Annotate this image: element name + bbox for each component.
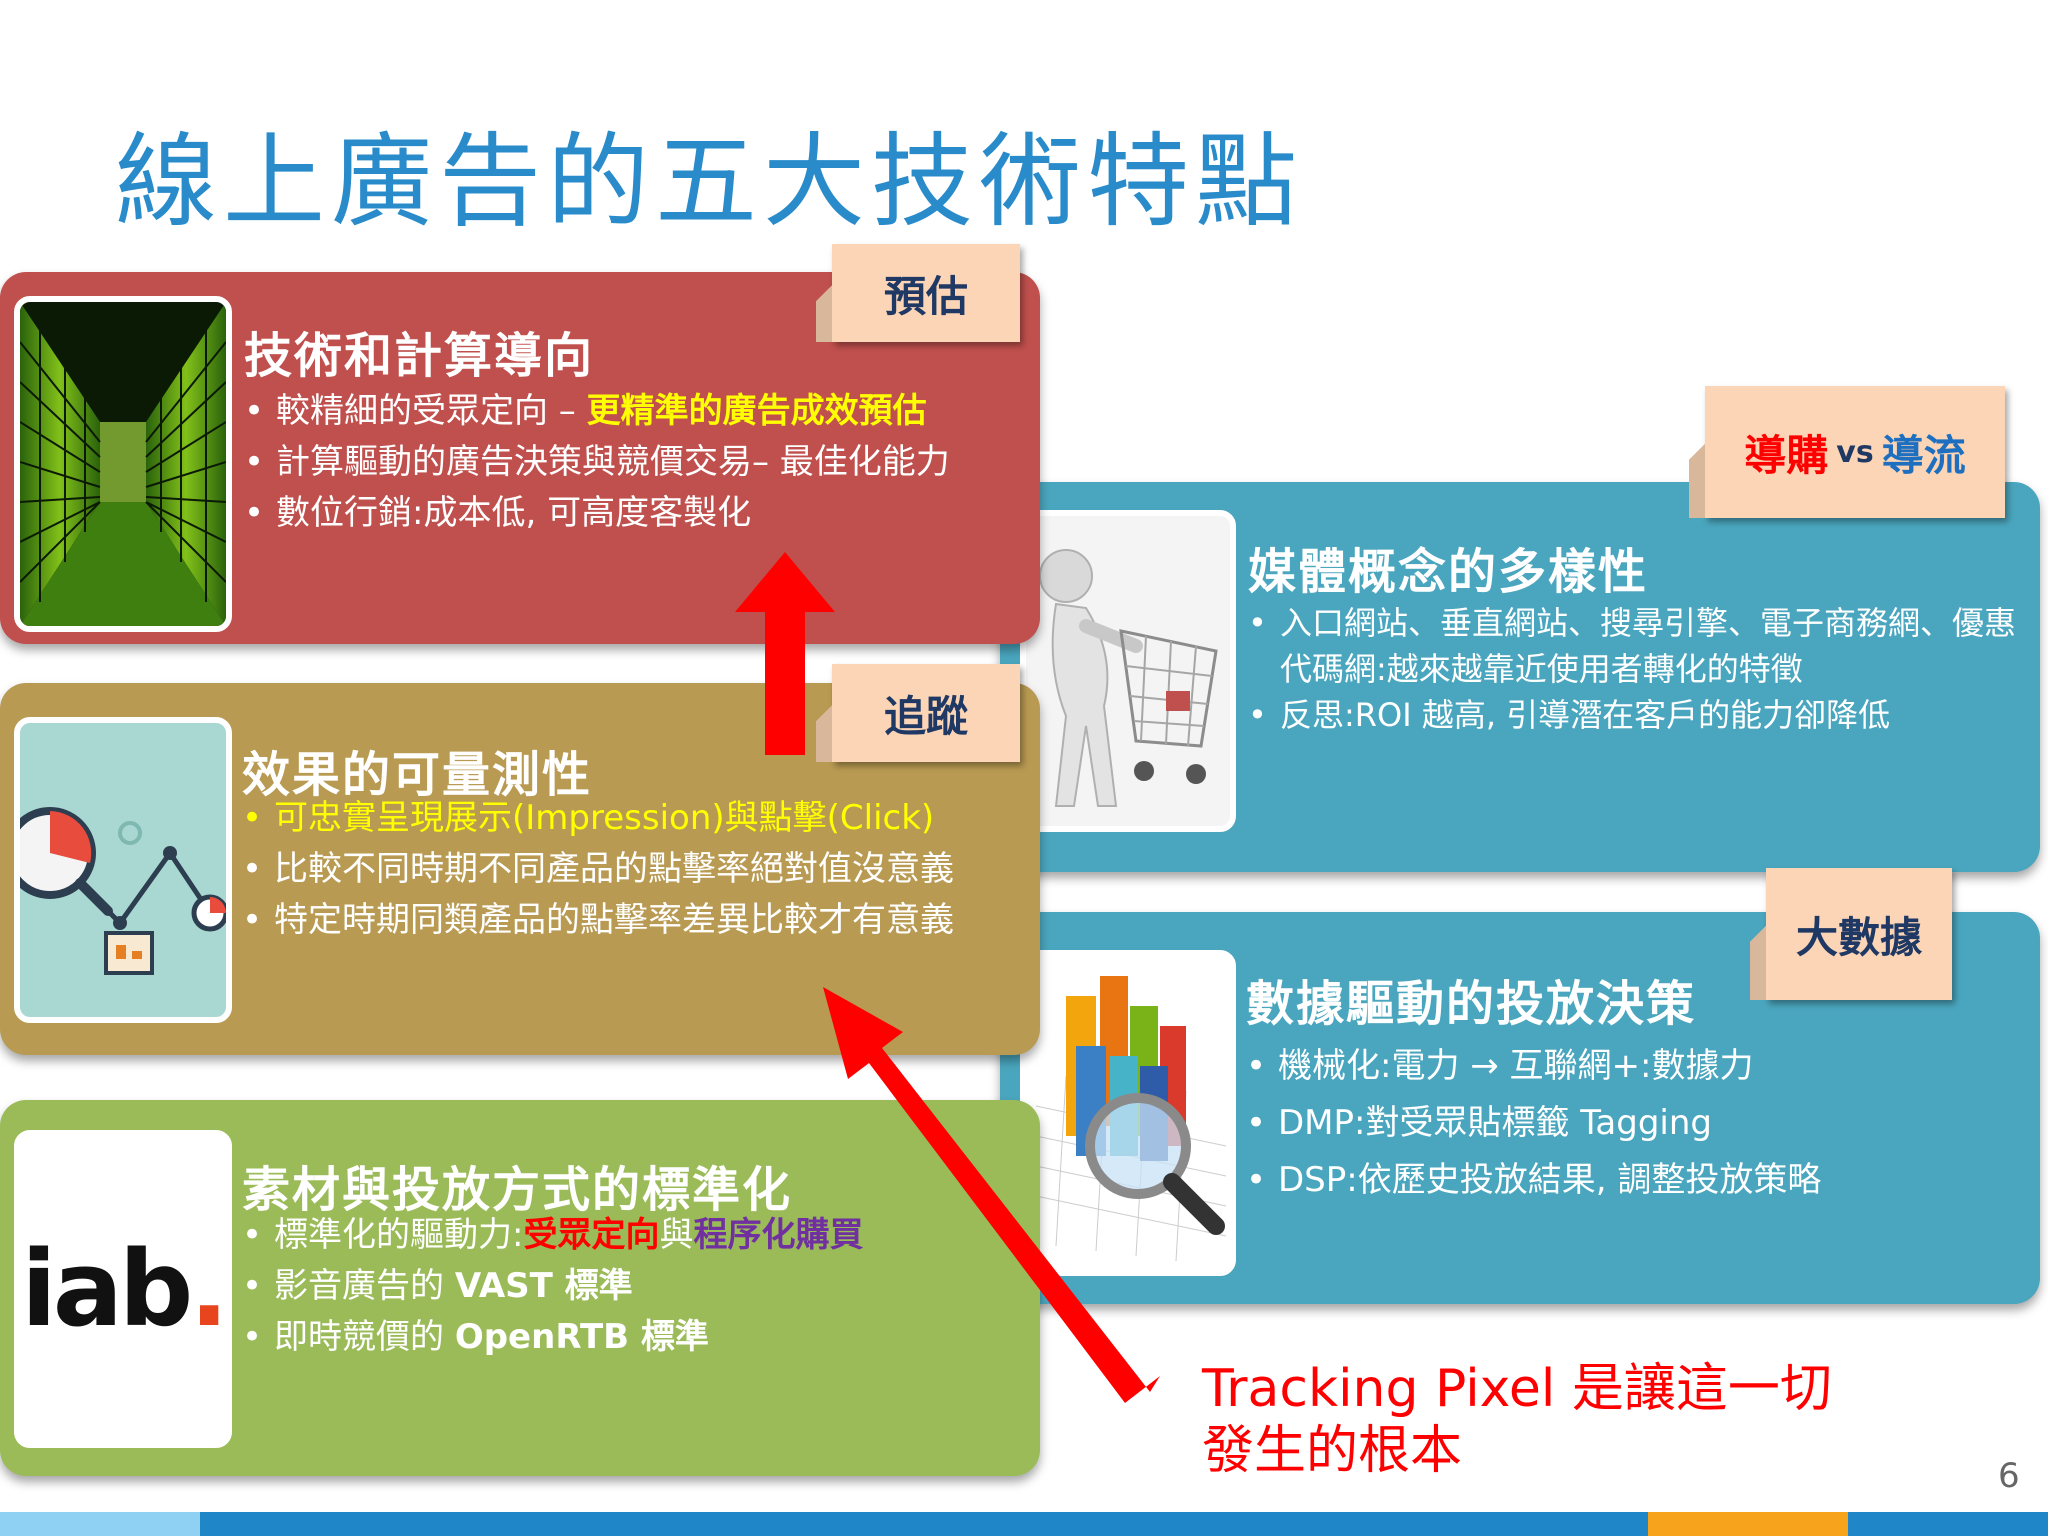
bar-chart-magnifier-image [1020,950,1236,1276]
callout-line-2: 發生的根本 [1202,1421,1463,1481]
media-bullet-1: 入口網站、垂直網站、搜尋引擎、電子商務網、優惠代碼網:越來越靠近使用者轉化的特徵 [1248,600,2028,692]
programmatic-buying-text: 程序化購買 [693,1215,864,1255]
measure-bullet-2: 比較不同時期不同產品的點擊率絕對值沒意義 [242,844,1032,895]
data-bullet-1: 機械化:電力 → 互聯網+:數據力 [1246,1038,2026,1095]
tag-tracking: 追蹤 [816,664,1020,762]
analytics-chart-icon [14,717,232,1023]
tag-estimate: 預估 [816,244,1020,342]
tech-bullet-1-highlight: 更精準的廣告成效預估 [586,391,927,431]
data-bullet-2: DMP:對受眾貼標籤 Tagging [1246,1095,2026,1152]
slide-title: 線上廣告的五大技術特點 [115,123,1303,242]
tech-panel-title: 技術和計算導向 [244,328,595,384]
tag-sales-vs-traffic: 導購 vs 導流 [1689,386,2005,518]
media-bullet-2: 反思:ROI 越高, 引導潛在客戶的能力卻降低 [1248,692,2028,738]
shopping-cart-figure-image [1020,510,1236,832]
measure-bullet-list: 可忠實呈現展示(Impression)與點擊(Click) 比較不同時期不同產品… [242,793,1032,946]
data-bullet-list: 機械化:電力 → 互聯網+:數據力 DMP:對受眾貼標籤 Tagging DSP… [1246,1038,2026,1209]
tracking-pixel-callout: Tracking Pixel 是讓這一切 發生的根本 [1202,1358,1832,1482]
bar-segment-blue [200,1512,1648,1536]
bar-segment-light-blue [0,1512,200,1536]
tech-bullet-3: 數位行銷:成本低, 可高度客製化 [244,488,1034,539]
bar-segment-blue-end [1848,1512,2048,1536]
data-panel-title: 數據驅動的投放決策 [1246,976,1697,1032]
standard-bullet-1: 標準化的驅動力:受眾定向與程序化購買 [242,1210,1032,1261]
measure-bullet-1: 可忠實呈現展示(Impression)與點擊(Click) [242,793,1032,844]
data-bullet-3: DSP:依歷史投放結果, 調整投放策略 [1246,1152,2026,1209]
media-diversity-panel: 媒體概念的多樣性 入口網站、垂直網站、搜尋引擎、電子商務網、優惠代碼網:越來越靠… [1000,482,2040,872]
page-number: 6 [1998,1456,2020,1496]
iab-logo: iab. [14,1130,232,1448]
standardization-panel: iab. 素材與投放方式的標準化 標準化的驅動力:受眾定向與程序化購買 影音廣告… [0,1100,1040,1476]
bar-segment-orange [1648,1512,1848,1536]
tech-bullet-2: 計算驅動的廣告決策與競價交易– 最佳化能力 [244,437,1034,488]
media-bullet-list: 入口網站、垂直網站、搜尋引擎、電子商務網、優惠代碼網:越來越靠近使用者轉化的特徵… [1248,600,2028,738]
standard-bullet-2: 影音廣告的 VAST 標準 [242,1261,1032,1312]
media-panel-title: 媒體概念的多樣性 [1248,544,1649,600]
audience-targeting-text: 受眾定向 [523,1215,660,1255]
standard-bullet-list: 標準化的驅動力:受眾定向與程序化購買 影音廣告的 VAST 標準 即時競價的 O… [242,1210,1032,1363]
bottom-color-bar [0,1512,2048,1536]
tag-big-data: 大數據 [1750,868,1952,1000]
measure-bullet-3: 特定時期同類產品的點擊率差異比較才有意義 [242,895,1032,946]
server-corridor-image [14,296,232,632]
standard-bullet-3: 即時競價的 OpenRTB 標準 [242,1312,1032,1363]
standard-panel-title: 素材與投放方式的標準化 [242,1162,793,1218]
callout-line-1: Tracking Pixel 是讓這一切 [1202,1359,1832,1419]
tech-bullet-list: 較精細的受眾定向 – 更精準的廣告成效預估 計算驅動的廣告決策與競價交易– 最佳… [244,386,1034,539]
tech-bullet-1: 較精細的受眾定向 – 更精準的廣告成效預估 [244,386,1034,437]
